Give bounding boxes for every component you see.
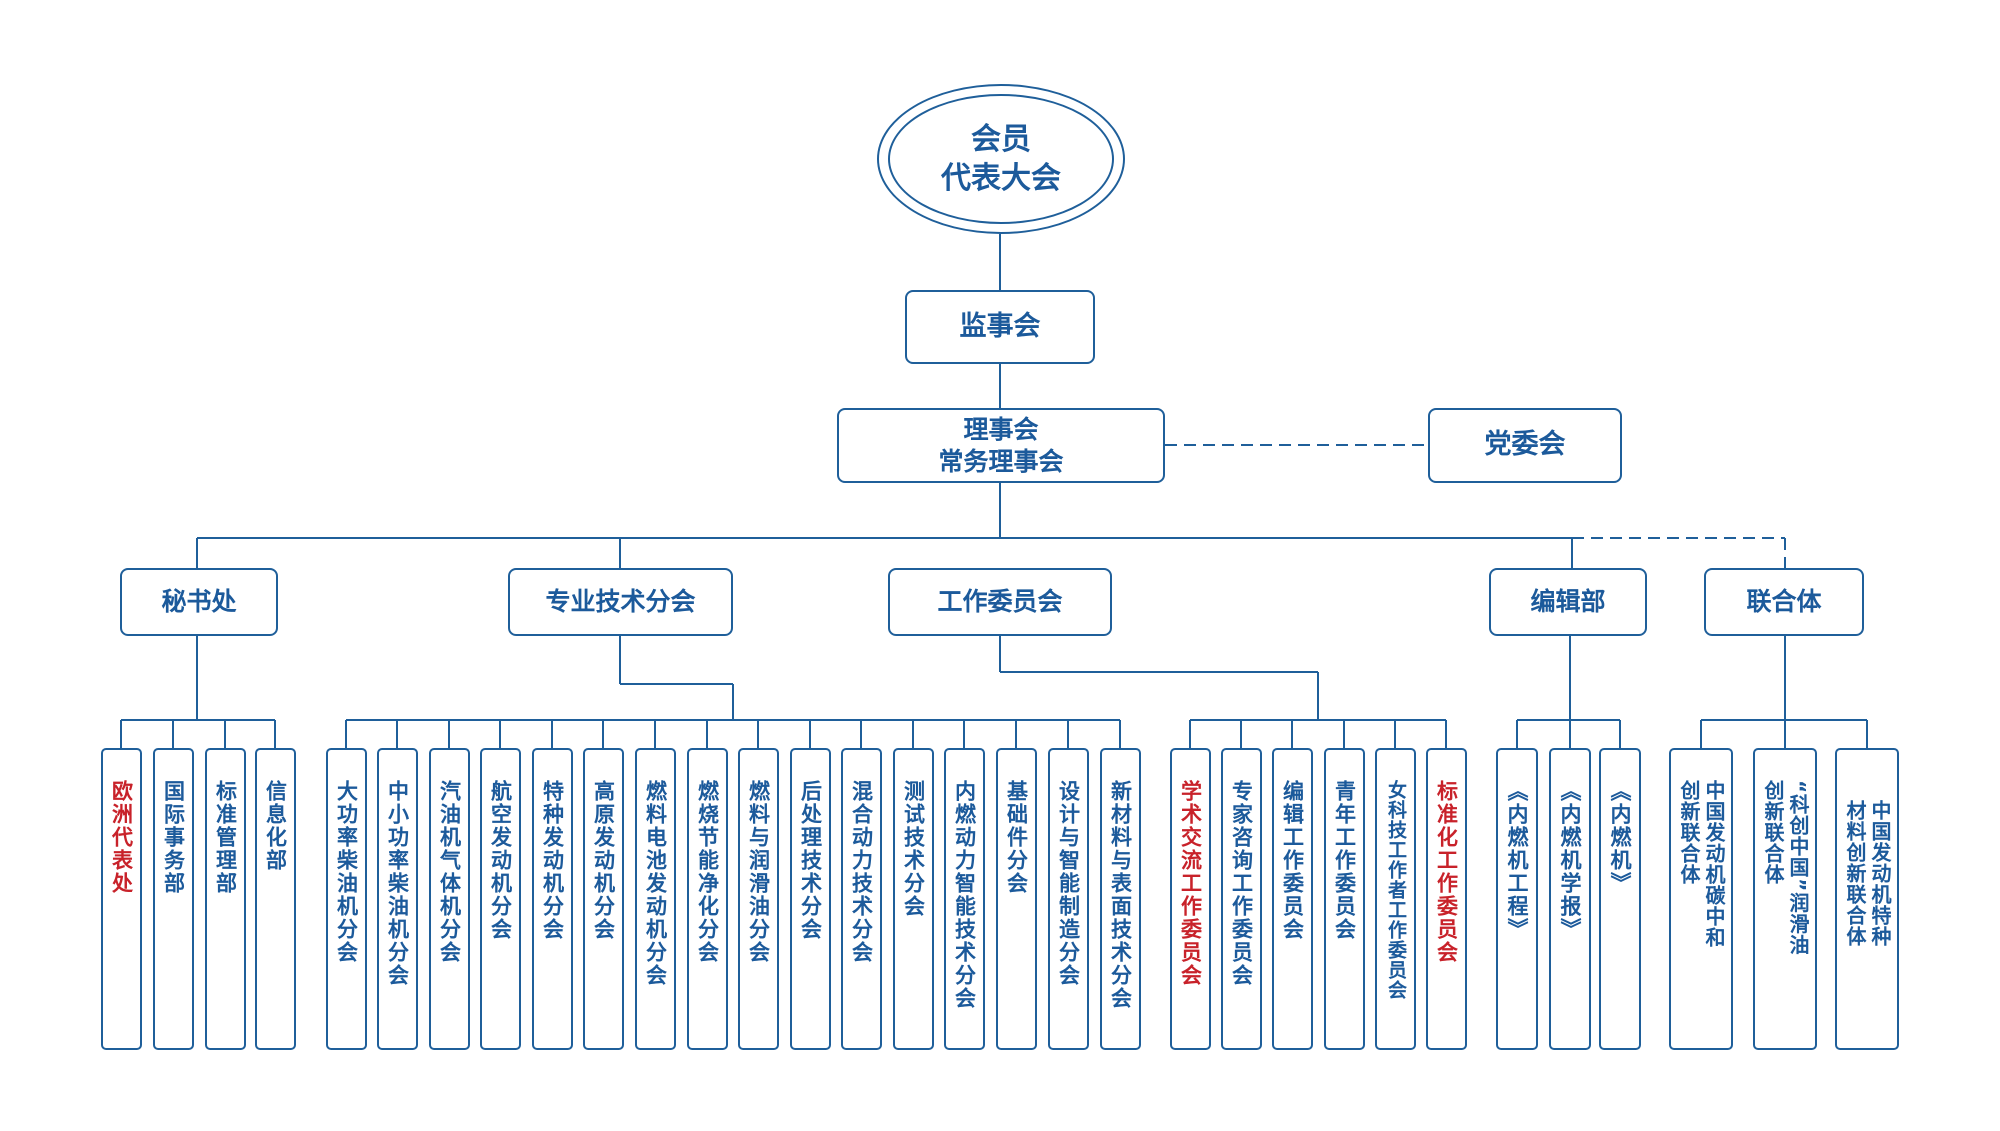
leaf-label: 青年工作委员会 — [1332, 780, 1357, 941]
leaf-tech-11: 混合动力技术分会 — [841, 748, 882, 1050]
leaf-label: 国际事务部 — [161, 780, 186, 895]
member-assembly-node: 会员 代表大会 — [877, 84, 1125, 234]
branch-technical-societies: 专业技术分会 — [508, 568, 733, 636]
leaf-label: 欧洲代表处 — [109, 780, 134, 895]
leaf-tech-16: 新材料与表面技术分会 — [1100, 748, 1141, 1050]
leaf-tech-5: 特种发动机分会 — [532, 748, 573, 1050]
leaf-label: 大功率柴油机分会 — [334, 780, 359, 964]
supervisory-board-node: 监事会 — [905, 290, 1095, 364]
member-assembly-line2: 代表大会 — [941, 161, 1061, 196]
branch-secretariat: 秘书处 — [120, 568, 278, 636]
leaf-alliance-2: 创新联合体 “科创中国”润滑油 — [1753, 748, 1817, 1050]
leaf-label: 测试技术分会 — [901, 780, 926, 918]
leaf-alliance-1: 创新联合体 中国发动机碳中和 — [1669, 748, 1733, 1050]
branch-work-committees-label: 工作委员会 — [937, 587, 1063, 616]
leaf-tech-4: 航空发动机分会 — [480, 748, 521, 1050]
leaf-label: 专家咨询工作委员会 — [1229, 780, 1254, 987]
leaf-label: 标准管理部 — [213, 780, 238, 895]
council-node: 理事会 常务理事会 — [837, 408, 1165, 483]
leaf-label: 高原发动机分会 — [591, 780, 616, 941]
branch-work-committees: 工作委员会 — [888, 568, 1112, 636]
leaf-label-col2: 创新联合体 — [1677, 780, 1701, 885]
leaf-tech-9: 燃料与润滑油分会 — [738, 748, 779, 1050]
supervisory-board-label: 监事会 — [959, 310, 1041, 342]
leaf-label: 特种发动机分会 — [540, 780, 565, 941]
branch-alliance-label: 联合体 — [1746, 587, 1822, 616]
leaf-tech-3: 汽油机气体机分会 — [429, 748, 470, 1050]
leaf-editorial-2: 《内燃机学报》 — [1549, 748, 1591, 1050]
council-label-line1: 理事会 — [963, 415, 1039, 445]
leaf-label: 标准化工作委员会 — [1434, 780, 1459, 964]
leaf-label: 汽油机气体机分会 — [437, 780, 462, 964]
leaf-tech-12: 测试技术分会 — [893, 748, 934, 1050]
leaf-work-6: 标准化工作委员会 — [1426, 748, 1467, 1050]
leaf-tech-1: 大功率柴油机分会 — [326, 748, 367, 1050]
leaf-tech-2: 中小功率柴油机分会 — [377, 748, 418, 1050]
leaf-secretariat-4: 信息化部 — [255, 748, 296, 1050]
leaf-label: 信息化部 — [263, 780, 288, 872]
party-committee-label: 党委会 — [1484, 429, 1566, 461]
leaf-label: 女科技工作者工作委员会 — [1385, 780, 1407, 1000]
leaf-tech-13: 内燃动力智能技术分会 — [944, 748, 985, 1050]
leaf-tech-10: 后处理技术分会 — [790, 748, 831, 1050]
leaf-secretariat-2: 国际事务部 — [153, 748, 194, 1050]
leaf-work-5: 女科技工作者工作委员会 — [1375, 748, 1416, 1050]
member-assembly-line1: 会员 — [971, 122, 1031, 157]
council-label-line2: 常务理事会 — [938, 446, 1064, 476]
leaf-label: 《内燃机学报》 — [1558, 780, 1582, 941]
leaf-work-2: 专家咨询工作委员会 — [1221, 748, 1262, 1050]
branch-editorial: 编辑部 — [1489, 568, 1647, 636]
leaf-label-col1: 中国发动机特种 — [1868, 800, 1892, 947]
leaf-editorial-1: 《内燃机工程》 — [1496, 748, 1538, 1050]
leaf-label: 基础件分会 — [1004, 780, 1029, 895]
leaf-work-4: 青年工作委员会 — [1324, 748, 1365, 1050]
branch-editorial-label: 编辑部 — [1530, 587, 1606, 616]
leaf-work-3: 编辑工作委员会 — [1272, 748, 1313, 1050]
leaf-tech-6: 高原发动机分会 — [583, 748, 624, 1050]
leaf-secretariat-3: 标准管理部 — [205, 748, 246, 1050]
leaf-tech-15: 设计与智能制造分会 — [1048, 748, 1089, 1050]
leaf-tech-8: 燃烧节能净化分会 — [687, 748, 728, 1050]
leaf-tech-7: 燃料电池发动机分会 — [635, 748, 676, 1050]
leaf-label: 内燃动力智能技术分会 — [952, 780, 977, 1010]
leaf-label: 《内燃机》 — [1608, 780, 1632, 895]
leaf-label: 编辑工作委员会 — [1280, 780, 1305, 941]
leaf-label-col2: 材料创新联合体 — [1843, 800, 1867, 947]
branch-secretariat-label: 秘书处 — [161, 587, 237, 616]
leaf-label: 新材料与表面技术分会 — [1108, 780, 1133, 1010]
leaf-label: 设计与智能制造分会 — [1056, 780, 1081, 987]
leaf-label-col2: 创新联合体 — [1761, 780, 1785, 885]
leaf-tech-14: 基础件分会 — [996, 748, 1037, 1050]
leaf-label: 混合动力技术分会 — [849, 780, 874, 964]
leaf-label: 后处理技术分会 — [798, 780, 823, 941]
leaf-label: 学术交流工作委员会 — [1178, 780, 1203, 987]
leaf-label: 中小功率柴油机分会 — [385, 780, 410, 987]
leaf-label: 燃料电池发动机分会 — [643, 780, 668, 987]
leaf-label-col1: “科创中国”润滑油 — [1786, 780, 1810, 956]
leaf-label: 《内燃机工程》 — [1505, 780, 1529, 941]
leaf-secretariat-1: 欧洲代表处 — [101, 748, 142, 1050]
branch-alliance: 联合体 — [1704, 568, 1864, 636]
party-committee-node: 党委会 — [1428, 408, 1622, 483]
leaf-label-col1: 中国发动机碳中和 — [1702, 780, 1726, 948]
leaf-label: 航空发动机分会 — [488, 780, 513, 941]
leaf-alliance-3: 材料创新联合体 中国发动机特种 — [1835, 748, 1899, 1050]
branch-technical-societies-label: 专业技术分会 — [545, 587, 696, 616]
leaf-label: 燃料与润滑油分会 — [746, 780, 771, 964]
leaf-editorial-3: 《内燃机》 — [1599, 748, 1641, 1050]
leaf-label: 燃烧节能净化分会 — [695, 780, 720, 964]
leaf-work-1: 学术交流工作委员会 — [1170, 748, 1211, 1050]
